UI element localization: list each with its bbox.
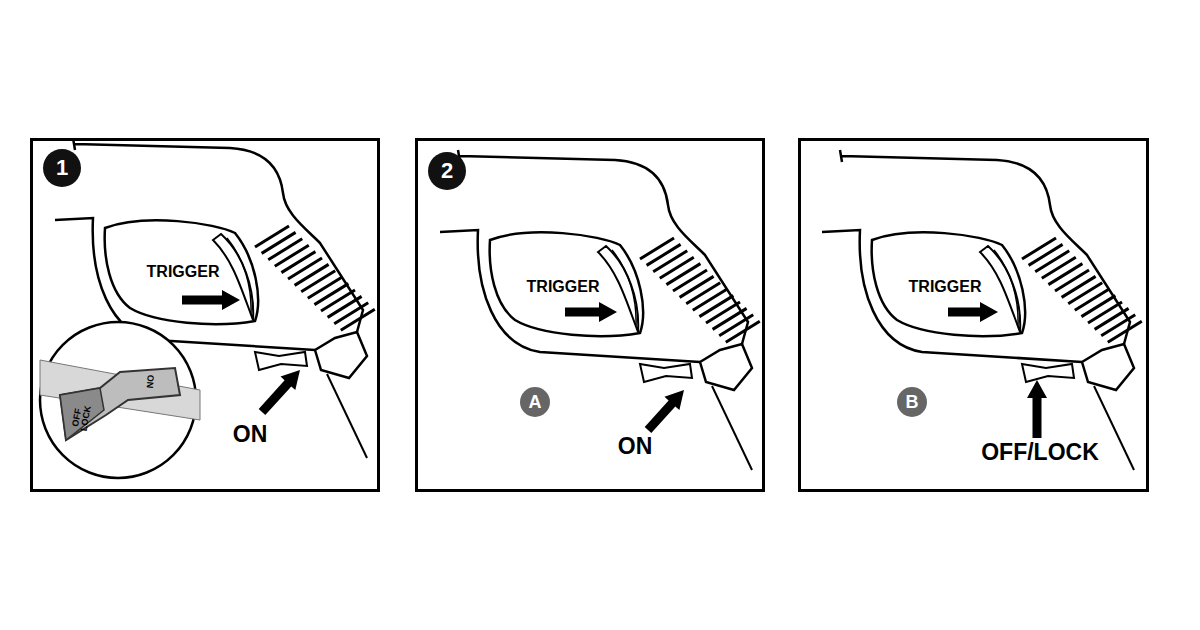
step-number: B (906, 392, 919, 413)
step-marker: 1 (43, 149, 81, 187)
switch-marking: OFF LOCK (71, 405, 94, 432)
pointer-arrow (948, 302, 998, 322)
switch-label: ON (618, 435, 653, 458)
part-label: TRIGGER (147, 264, 220, 280)
inset-magnifier (40, 322, 200, 478)
step-number: 2 (441, 158, 453, 184)
step-marker: B (897, 387, 927, 417)
pointer-arrow (259, 370, 300, 415)
switch-label: ON (233, 423, 268, 446)
step-marker: A (520, 387, 550, 417)
pointer-arrow (565, 302, 617, 322)
pointer-arrow (1027, 380, 1047, 438)
step-marker: 2 (428, 152, 466, 190)
part-label: TRIGGER (527, 279, 600, 295)
switch-marking: ON (145, 374, 155, 388)
switch-label: OFF/LOCK (981, 441, 1099, 464)
step-number: 1 (56, 155, 68, 181)
step-number: A (529, 392, 542, 413)
pointer-arrow (182, 290, 240, 310)
part-label: TRIGGER (909, 279, 982, 295)
pointer-arrow (645, 390, 684, 433)
